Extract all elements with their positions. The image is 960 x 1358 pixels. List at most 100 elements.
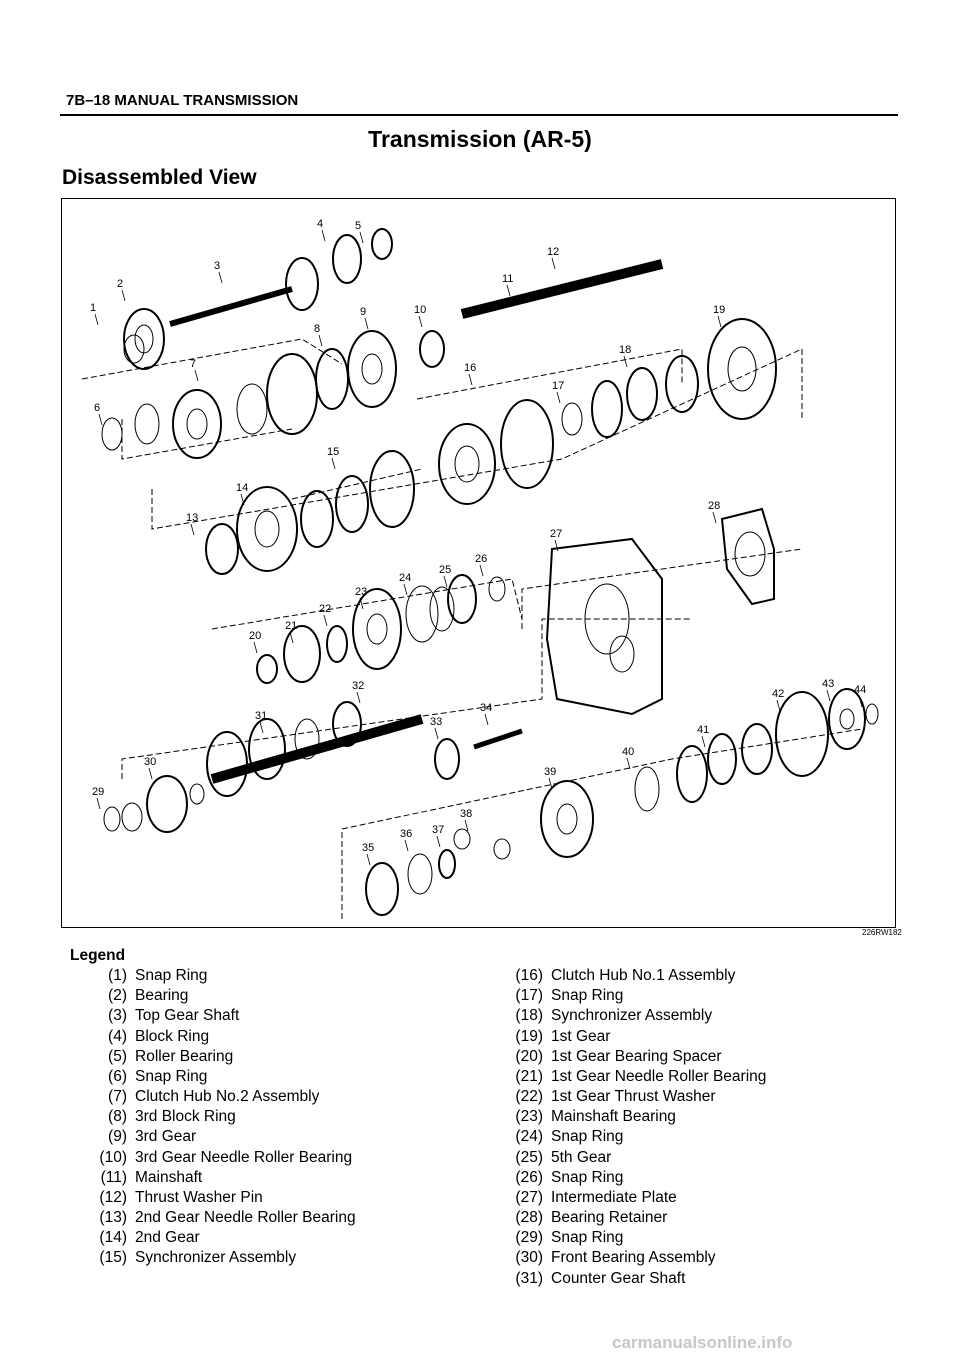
legend-item: (12)Thrust Washer Pin (62, 1188, 356, 1208)
callout-leader-line (148, 767, 153, 780)
legend-item: (31) Counter Gear Shaft (497, 1269, 766, 1289)
legend-item: (6)Snap Ring (62, 1067, 356, 1087)
callout-label-6: 6 (94, 402, 100, 414)
callout-leader-line (436, 835, 441, 848)
callout-label-41: 41 (697, 724, 709, 736)
callout-leader-line (701, 735, 706, 748)
legend-item-label: Synchronizer Assembly (135, 1249, 297, 1267)
callout-leader-line (434, 727, 439, 740)
callout-leader-line (289, 631, 294, 644)
legend-item: (30)Front Bearing Assembly (497, 1248, 766, 1268)
callout-label-18: 18 (619, 344, 631, 356)
legend-title: Legend (70, 947, 126, 964)
callout-label-2: 2 (117, 278, 123, 290)
legend-item-number: (16) (515, 967, 543, 985)
callout-label-19: 19 (713, 304, 725, 316)
legend-item-number: (28) (515, 1209, 543, 1227)
callout-label-8: 8 (314, 323, 320, 335)
callout-label-38: 38 (460, 808, 472, 820)
callout-leader-line (318, 334, 323, 347)
callout-label-4: 4 (317, 218, 323, 230)
legend-item: (25)5th Gear (497, 1148, 766, 1168)
callout-label-35: 35 (362, 842, 374, 854)
callout-leader-line (468, 373, 473, 386)
callout-label-31: 31 (255, 710, 267, 722)
legend-item-label: Snap Ring (135, 1067, 208, 1085)
snap-ring-1 (123, 334, 145, 364)
callout-leader-line (323, 614, 328, 627)
callout-leader-line (443, 575, 448, 588)
callout-leader-line (321, 229, 326, 242)
callout-leader-line (712, 511, 717, 524)
legend-item: (24)Snap Ring (497, 1127, 766, 1147)
legend-item-number: (11) (100, 1168, 127, 1186)
callout-leader-line (356, 691, 361, 704)
legend-item-label: 1st Gear Thrust Washer (551, 1088, 716, 1106)
callout-leader-line (551, 257, 556, 270)
legend-item-number: (27) (515, 1188, 543, 1206)
legend-item-label: 3rd Block Ring (135, 1108, 236, 1126)
callout-label-22: 22 (319, 603, 331, 615)
legend-item-label: 3rd Gear (135, 1128, 197, 1146)
callout-leader-line (218, 271, 223, 284)
legend-item: (27) Intermediate Plate (497, 1188, 766, 1208)
legend-item-number: (9) (108, 1128, 127, 1146)
callout-leader-line (366, 853, 371, 866)
legend-item: (13)2nd Gear Needle Roller Bearing (62, 1208, 355, 1228)
legend-item-label: 1st Gear (551, 1027, 611, 1045)
legend-item-number: (18) (515, 1007, 543, 1025)
legend-item-label: 1st Gear Needle Roller Bearing (551, 1067, 767, 1085)
callout-leader-line (96, 797, 101, 810)
legend-item: (20)1st Gear Bearing Spacer (497, 1047, 766, 1067)
callout-label-34: 34 (480, 702, 492, 714)
legend-item-label: Snap Ring (135, 967, 208, 985)
callout-label-9: 9 (360, 306, 366, 318)
callout-leader-line (717, 315, 722, 328)
callout-leader-line (826, 689, 831, 702)
callout-label-10: 10 (414, 304, 426, 316)
legend-item: (26)Snap Ring (497, 1168, 766, 1188)
legend-item-label: Clutch Hub No.2 Assembly (135, 1088, 320, 1106)
legend-item: (28)Bearing Retainer (497, 1208, 766, 1228)
callout-leader-line (240, 493, 245, 506)
legend-item: (16)Clutch Hub No.1 Assembly (497, 966, 766, 986)
legend-item-number: (22) (515, 1088, 543, 1106)
callout-leader-line (554, 539, 559, 552)
section-subtitle: Disassembled View (62, 166, 257, 189)
callout-label-16: 16 (464, 362, 476, 374)
callout-leader-line (479, 564, 484, 577)
callout-label-21: 21 (285, 620, 297, 632)
legend-item-label: Intermediate Plate (551, 1188, 677, 1206)
legend-item-number: (4) (108, 1027, 127, 1045)
legend-item-number: (21) (515, 1067, 543, 1085)
legend-item-number: (7) (108, 1088, 127, 1106)
legend-item-number: (17) (515, 987, 543, 1005)
callout-label-7: 7 (190, 358, 196, 370)
callout-label-15: 15 (327, 446, 339, 458)
callout-leader-line (548, 777, 553, 790)
legend-item-label: Thrust Washer Pin (135, 1188, 263, 1206)
legend-item-number: (13) (99, 1209, 127, 1227)
callout-label-25: 25 (439, 564, 451, 576)
callout-leader-line (403, 583, 408, 596)
callout-leader-line (98, 413, 103, 426)
callout-label-14: 14 (236, 482, 248, 494)
legend-item-number: (8) (108, 1108, 127, 1126)
legend-item: (1)Snap Ring (62, 966, 356, 986)
legend-item: (17)Snap Ring (497, 986, 766, 1006)
legend-item-label: Counter Gear Shaft (551, 1269, 686, 1287)
legend-item-number: (23) (515, 1108, 543, 1126)
legend-item-label: Mainshaft (135, 1168, 203, 1186)
diagram-drawing: 1234567891011121314151617181920212223242… (81, 218, 879, 919)
legend-item-label: Snap Ring (551, 1229, 624, 1247)
callout-leader-line (623, 355, 628, 368)
callout-leader-line (190, 523, 195, 536)
legend-item-label: 2nd Gear (135, 1229, 200, 1247)
legend-item-number: (5) (108, 1047, 127, 1065)
legend-item: (22) 1st Gear Thrust Washer (497, 1087, 766, 1107)
callout-label-29: 29 (92, 786, 104, 798)
legend-item-number: (2) (108, 987, 127, 1005)
callout-label-17: 17 (552, 380, 564, 392)
legend-item-number: (31) (515, 1269, 543, 1287)
callout-leader-line (626, 757, 631, 770)
